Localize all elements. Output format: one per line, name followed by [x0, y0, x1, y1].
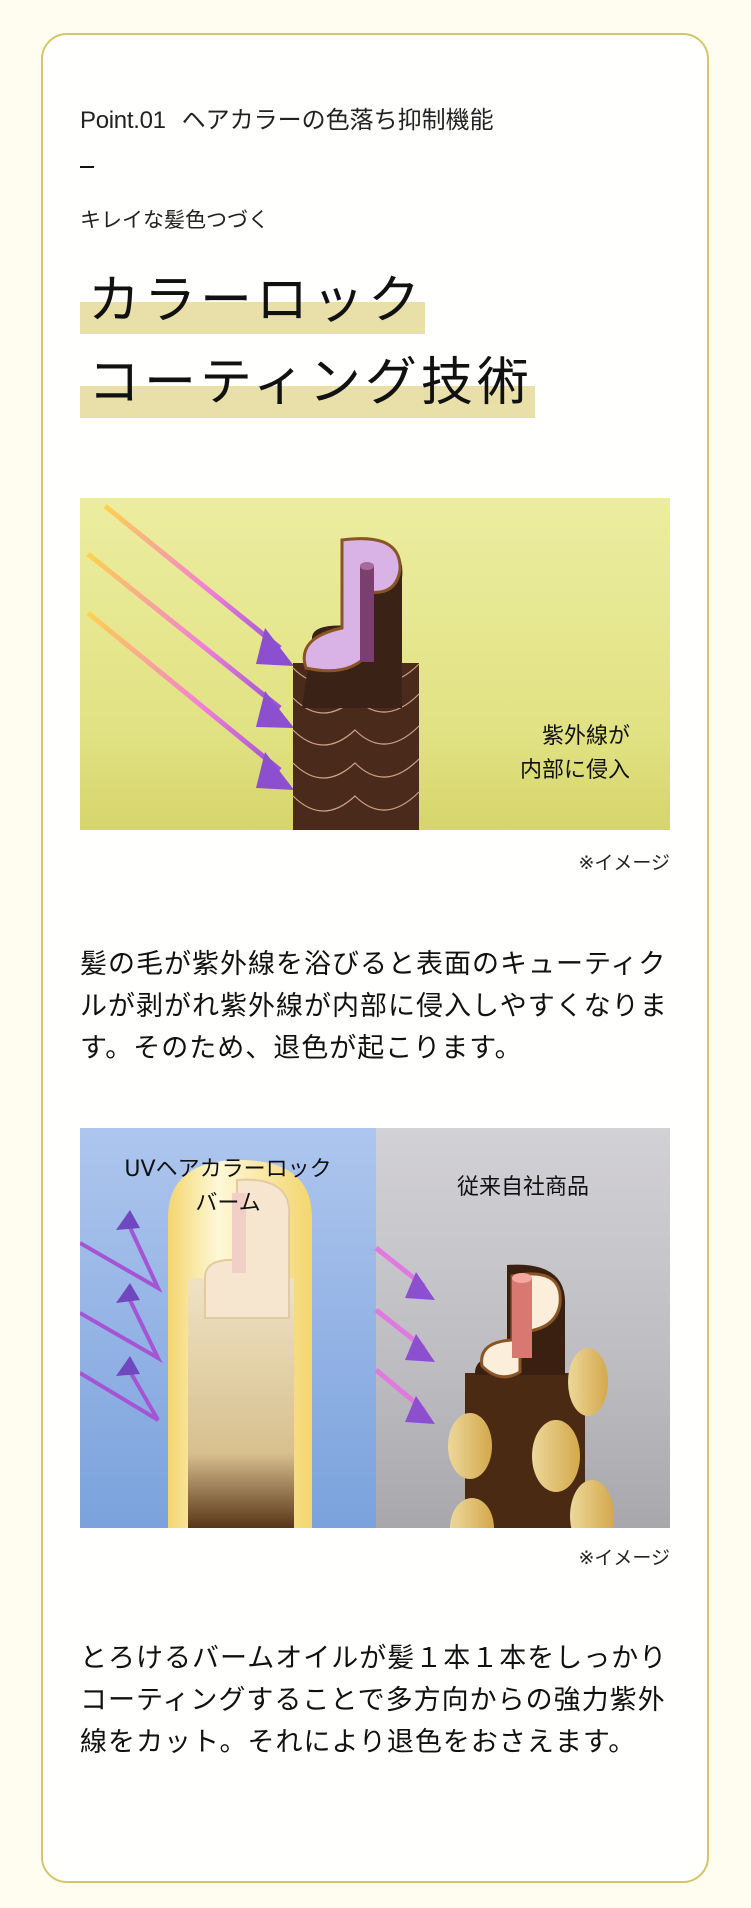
headline-highlight-2 [80, 386, 535, 418]
image-caption-2: ※イメージ [578, 1547, 670, 1569]
headline-line-1: カラーロック [88, 271, 425, 331]
headline-line-2: コーティング技術 [88, 353, 533, 413]
conventional-label: 従来自社商品 [456, 1175, 589, 1200]
point-heading: Point.01 ヘアカラーの色落ち抑制機能 [80, 100, 494, 135]
point-number: Point.01 [80, 107, 166, 134]
image-caption-1: ※イメージ [578, 852, 670, 874]
headline-highlight-1 [80, 302, 425, 334]
uv-ray-icon [86, 504, 282, 772]
subtitle: キレイな髪色つづく [80, 208, 269, 232]
balm-label-line-1: UVヘアカラーロック [124, 1157, 332, 1182]
description-1: 髪の毛が紫外線を浴びると表面のキューティクルが剥がれ紫外線が内部に侵入しやすくな… [80, 949, 668, 1064]
uv-damage-illustration: 紫外線が 内部に侵入 [80, 498, 670, 830]
uv-label-line-2: 内部に侵入 [519, 758, 630, 783]
balm-label: UVヘアカラーロック バーム [80, 1153, 376, 1221]
description-2: とろけるバームオイルが髪１本１本をしっかりコーティングすることで多方向からの強力… [80, 1643, 668, 1758]
comparison-strands [80, 1160, 614, 1528]
comparison-illustration: UVヘアカラーロック バーム 従来自社商品 [80, 1128, 670, 1528]
hair-strand-illustration [86, 504, 420, 830]
feature-card [41, 33, 709, 1883]
point-title: ヘアカラーの色落ち抑制機能 [181, 106, 494, 134]
uv-label: 紫外線が 内部に侵入 [500, 720, 630, 788]
uv-label-line-1: 紫外線が [541, 724, 630, 749]
balm-label-line-2: バーム [195, 1191, 261, 1216]
divider-dash [80, 166, 94, 168]
